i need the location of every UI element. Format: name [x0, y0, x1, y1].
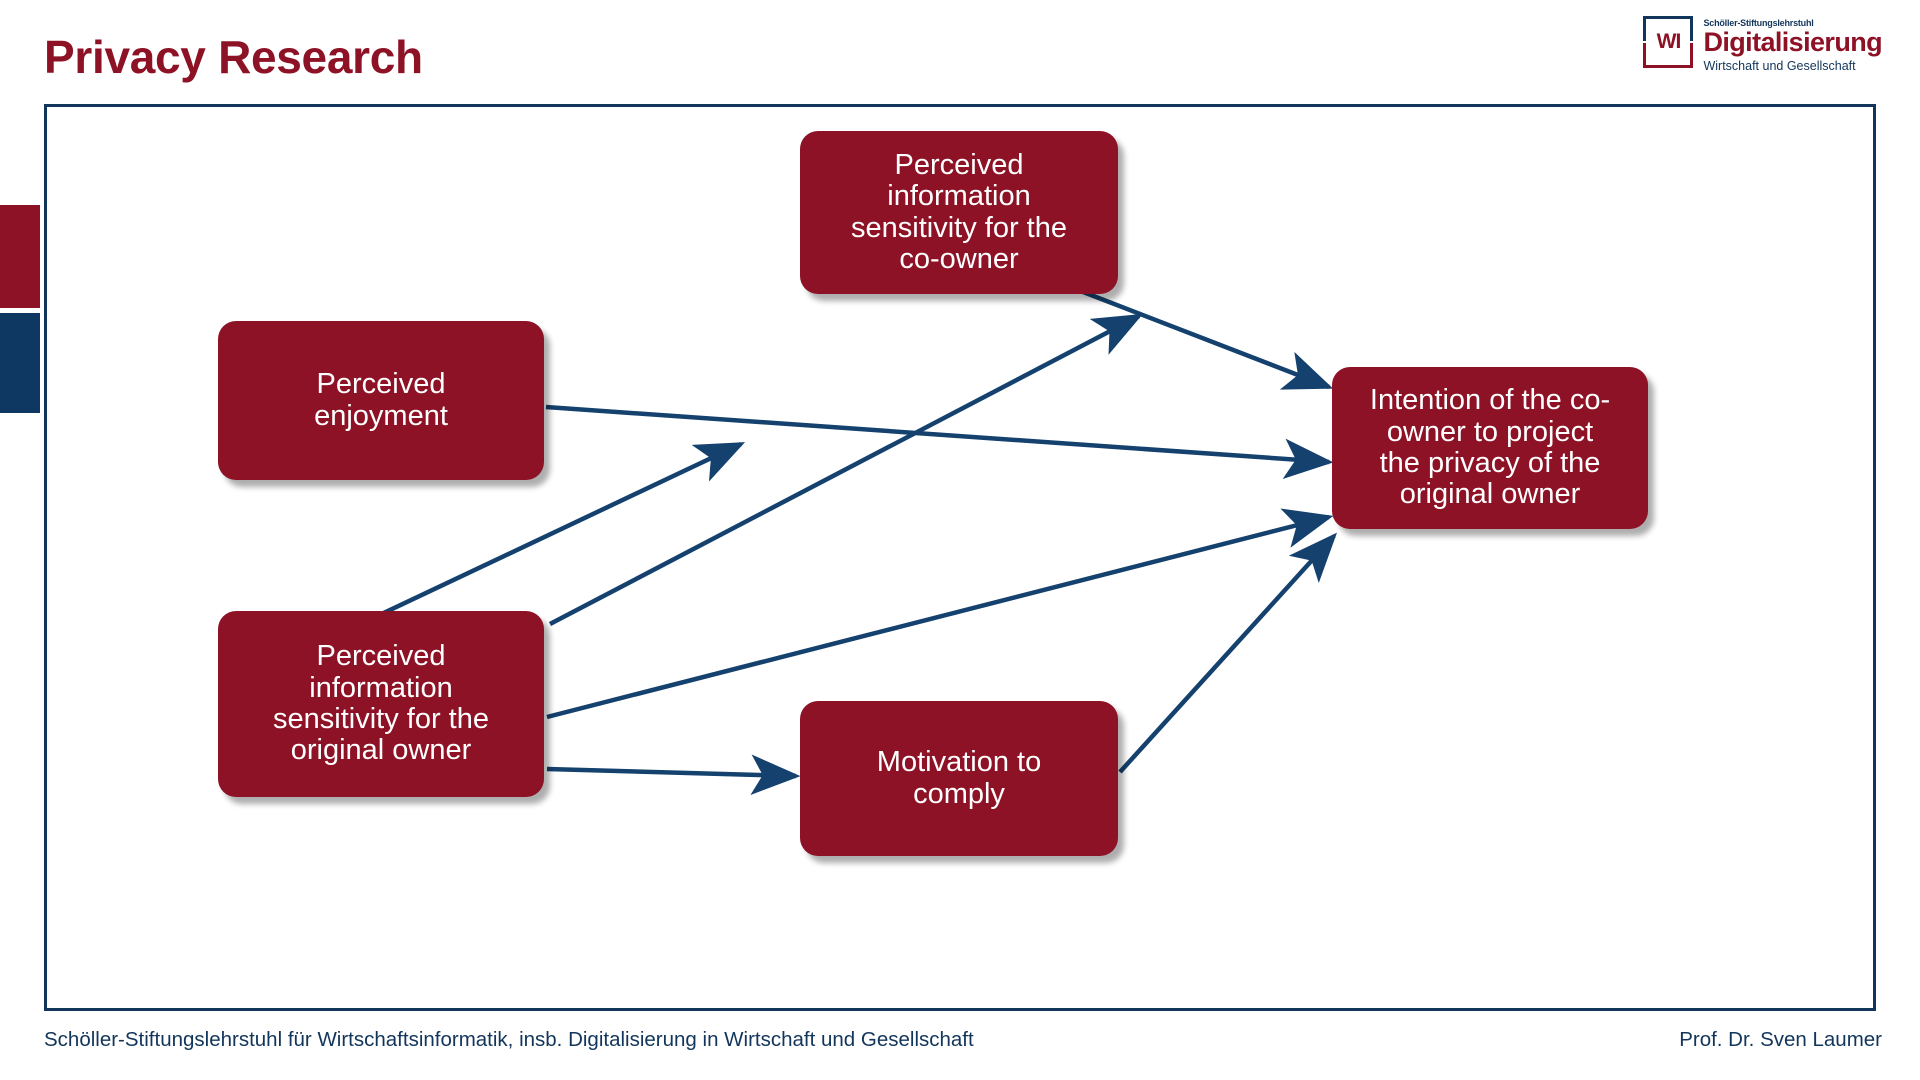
logo-main-text: Digitalisierung: [1703, 27, 1882, 57]
logo-wordmark: Schöller-Stiftungslehrstuhl Digitalisier…: [1703, 16, 1882, 73]
edge-original-owner-sensitivity-to-motivation-to-comply: [546, 754, 801, 795]
edge-motivation-to-comply-to-intention: [1118, 532, 1338, 774]
logo-subtitle-text: Wirtschaft und Gesellschaft: [1703, 59, 1856, 73]
node-label-line: information: [309, 671, 453, 704]
slide-footer: Schöller-Stiftungslehrstuhl für Wirtscha…: [0, 1020, 1920, 1080]
edge-perceived-enjoyment-to-intention: [545, 404, 1334, 480]
edge-original-owner-sensitivity-to-intention: [546, 508, 1334, 720]
edge-original-owner-sensitivity-to-enjoyment-path: [370, 441, 746, 622]
accent-bar-blue: [0, 313, 40, 413]
node-label-line: sensitivity for the: [851, 211, 1067, 244]
bracket-top-right-icon: [1668, 16, 1694, 41]
node-label-line: Motivation to: [876, 746, 1042, 779]
node-label-line: Perceived: [316, 368, 446, 401]
node-label-line: original owner: [290, 734, 472, 767]
research-model-diagram: Perceived information sensitivity for th…: [44, 104, 1876, 1011]
bracket-top-left-icon: [1643, 16, 1669, 41]
brand-logo: WI Schöller-Stiftungslehrstuhl Digitalis…: [1643, 16, 1883, 73]
footer-chair-name: Schöller-Stiftungslehrstuhl für Wirtscha…: [44, 1028, 974, 1051]
page-title: Privacy Research: [44, 31, 423, 83]
node-motivation-to-comply[interactable]: Motivation to comply: [800, 701, 1118, 856]
bracket-bottom-right-icon: [1668, 43, 1694, 68]
node-label-line: comply: [913, 777, 1005, 810]
node-label-line: information: [887, 180, 1031, 213]
node-label-line: Perceived: [316, 640, 446, 673]
node-label-line: the privacy of the: [1379, 447, 1601, 479]
node-label-line: original owner: [1399, 478, 1581, 511]
logo-mark-text: WI: [1656, 30, 1682, 53]
node-label-line: Intention of the co-: [1369, 384, 1611, 417]
edge-co-owner-sensitivity-to-intention: [1077, 287, 1334, 390]
edge-original-owner-sensitivity-to-co-owner-sensitivity: [548, 313, 1143, 626]
wi-bracket-logo-icon: WI: [1643, 16, 1694, 68]
logo-eyebrow-text: Schöller-Stiftungslehrstuhl: [1703, 18, 1814, 28]
node-label-line: sensitivity for the: [273, 703, 489, 735]
node-label-line: owner to project: [1386, 415, 1594, 448]
node-label-line: enjoyment: [314, 399, 448, 432]
node-original-owner-sensitivity[interactable]: Perceived information sensitivity for th…: [218, 611, 544, 797]
node-label-line: co-owner: [899, 242, 1019, 275]
arrow-layer: [370, 287, 1338, 795]
footer-presenter-name: Prof. Dr. Sven Laumer: [1679, 1028, 1882, 1051]
node-co-owner-sensitivity[interactable]: Perceived information sensitivity for th…: [800, 131, 1118, 294]
accent-bar-red: [0, 205, 40, 308]
node-intention[interactable]: Intention of the co- owner to project th…: [1332, 367, 1648, 529]
bracket-bottom-left-icon: [1643, 43, 1669, 68]
node-perceived-enjoyment[interactable]: Perceived enjoyment: [218, 321, 544, 480]
node-label-line: Perceived: [894, 148, 1024, 181]
